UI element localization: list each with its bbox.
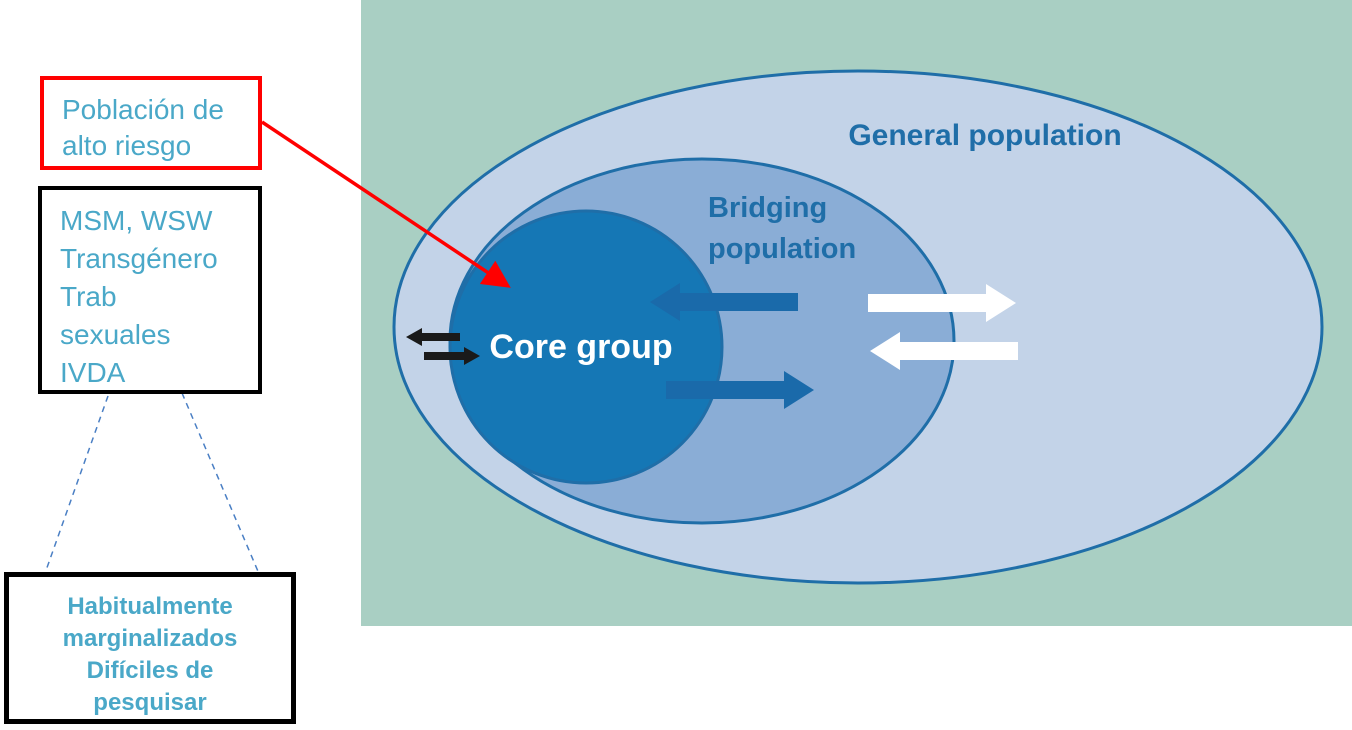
arrow-small-left-icon <box>406 328 460 346</box>
arrow-general-to-bridging-icon <box>870 332 1018 370</box>
arrow-small-right-icon <box>424 347 480 365</box>
general-population-label: General population <box>848 119 1121 152</box>
dashed-connector-right <box>181 392 261 577</box>
risk-group-line-4: sexuales <box>60 319 171 350</box>
risk-group-line-1: MSM, WSW <box>60 205 213 236</box>
notes-line-2: marginalizados <box>62 625 238 652</box>
high-risk-population-box: Población de alto riesgo <box>40 76 262 170</box>
arrow-bridging-to-general-icon <box>868 284 1016 322</box>
core-group-label: Core group <box>489 328 672 366</box>
notes-line-3: Difíciles de <box>86 657 214 684</box>
notes-line-4: pesquisar <box>93 689 207 716</box>
high-risk-line-1: Población de <box>62 94 224 125</box>
notes-box: Habitualmente marginalizados Difíciles d… <box>4 572 296 724</box>
risk-group-line-2: Transgénero <box>60 243 218 274</box>
risk-groups-box: MSM, WSW Transgénero Trab sexuales IVDA <box>38 186 262 394</box>
notes-line-1: Habitualmente <box>67 593 233 620</box>
arrow-bridging-to-core-icon <box>650 283 798 321</box>
risk-group-line-5: IVDA <box>60 357 126 388</box>
bridging-population-label-line2: population <box>708 233 856 265</box>
high-risk-pointer-arrow <box>261 120 511 288</box>
bridging-population-label-line1: Bridging <box>708 192 827 224</box>
dashed-connector-left <box>43 395 109 577</box>
high-risk-line-2: alto riesgo <box>62 130 192 161</box>
arrow-core-to-bridging-icon <box>666 371 814 409</box>
core-group-circle <box>448 209 724 485</box>
risk-group-line-3: Trab <box>60 281 117 312</box>
